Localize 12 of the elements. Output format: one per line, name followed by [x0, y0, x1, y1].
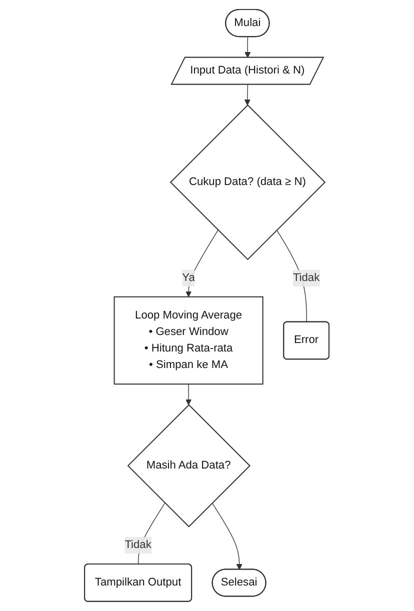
flowchart: Mulai Input Data (Histori & N) Cukup Data? (data ≥ N) Loop Moving Average • Geser Window • Hitung Rata-rata • Simpan ke MA Error Masih Ada Data? Tampilkan Output Selesai Ya Tidak Tidak	[79, 4, 335, 607]
edge-label: Ya	[182, 272, 196, 284]
node-diamond	[128, 404, 251, 528]
node-diamond	[170, 104, 326, 260]
node-box	[114, 296, 264, 385]
arrow	[186, 230, 219, 298]
arrow	[186, 384, 192, 406]
arrow	[212, 502, 243, 570]
edge-label: Tidak	[124, 539, 152, 551]
arrow	[244, 84, 251, 106]
edge-label: Tidak	[293, 272, 320, 284]
arrow	[244, 36, 251, 58]
